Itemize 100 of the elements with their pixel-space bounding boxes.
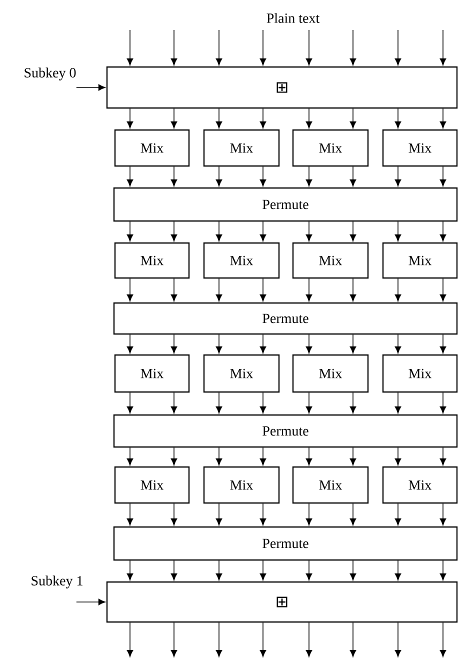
arrow — [306, 30, 312, 66]
arrow — [216, 278, 222, 302]
arrow — [394, 334, 402, 354]
arrow — [216, 447, 222, 466]
arrow — [260, 392, 266, 414]
arrow — [394, 560, 402, 580]
arrow — [170, 447, 178, 466]
arrow — [126, 622, 134, 657]
arrow — [126, 334, 134, 354]
arrow — [394, 392, 402, 414]
arrow — [306, 560, 312, 580]
arrow — [394, 278, 402, 302]
mix-box: Mix — [292, 354, 369, 393]
arrow — [170, 560, 178, 580]
arrow — [216, 392, 222, 414]
permute-box: Permute — [113, 302, 458, 335]
arrow — [260, 166, 266, 186]
arrow — [98, 84, 106, 91]
mix-box: Mix — [382, 354, 458, 393]
arrow — [126, 221, 134, 242]
arrow — [126, 392, 134, 414]
arrow — [216, 560, 222, 580]
arrow — [260, 221, 266, 242]
adder-box: ⊞ — [106, 66, 458, 109]
arrow — [126, 30, 134, 66]
mix-box: Mix — [114, 466, 190, 504]
arrow — [350, 278, 356, 302]
arrow — [170, 166, 178, 186]
arrow — [260, 334, 266, 354]
arrow — [126, 278, 134, 302]
arrow — [394, 221, 402, 242]
title: Plain text — [266, 13, 320, 23]
arrow — [440, 30, 446, 66]
arrow — [306, 166, 312, 186]
mix-box: Mix — [114, 354, 190, 393]
mix-box: Mix — [203, 354, 280, 393]
arrow — [260, 447, 266, 466]
arrow — [170, 622, 178, 657]
arrow — [170, 503, 178, 526]
arrow — [440, 221, 446, 242]
arrow — [306, 221, 312, 242]
arrow — [216, 334, 222, 354]
arrow — [440, 392, 446, 414]
arrow — [394, 447, 402, 466]
arrow — [126, 166, 134, 186]
arrow — [350, 334, 356, 354]
arrow — [350, 108, 356, 128]
arrow — [306, 278, 312, 302]
arrow — [440, 278, 446, 302]
arrow — [394, 30, 402, 66]
arrow — [216, 108, 222, 128]
arrow — [98, 598, 106, 606]
permute-box: Permute — [113, 187, 458, 222]
arrow — [394, 622, 402, 657]
arrow — [350, 166, 356, 186]
mix-box: Mix — [114, 242, 190, 279]
arrow — [350, 622, 356, 657]
arrow — [170, 108, 178, 128]
arrow — [170, 392, 178, 414]
mix-box: Mix — [292, 129, 369, 167]
arrow — [126, 108, 134, 128]
arrow — [440, 447, 446, 466]
permute-box: Permute — [113, 526, 458, 561]
arrow — [350, 447, 356, 466]
arrow — [260, 503, 266, 526]
arrow — [216, 503, 222, 526]
mix-box: Mix — [382, 129, 458, 167]
arrow — [394, 108, 402, 128]
arrow — [260, 30, 266, 66]
arrow — [216, 166, 222, 186]
arrow — [350, 30, 356, 66]
arrow — [440, 622, 446, 657]
arrow — [350, 221, 356, 242]
mix-box: Mix — [114, 129, 190, 167]
arrow — [216, 30, 222, 66]
arrow — [350, 392, 356, 414]
arrow — [440, 108, 446, 128]
arrow — [440, 560, 446, 580]
arrow — [306, 392, 312, 414]
mix-box: Mix — [292, 466, 369, 504]
arrow — [306, 108, 312, 128]
arrow — [350, 503, 356, 526]
permute-box: Permute — [113, 414, 458, 448]
arrow — [306, 447, 312, 466]
arrow — [170, 278, 178, 302]
arrow — [440, 503, 446, 526]
mix-box: Mix — [203, 466, 280, 504]
mix-box: Mix — [382, 466, 458, 504]
arrow — [440, 166, 446, 186]
arrow — [126, 560, 134, 580]
mix-box: Mix — [382, 242, 458, 279]
arrow — [394, 166, 402, 186]
mix-box: Mix — [203, 129, 280, 167]
arrow — [306, 503, 312, 526]
arrow — [260, 622, 266, 657]
arrow — [260, 278, 266, 302]
arrow — [170, 334, 178, 354]
arrow — [170, 30, 178, 66]
arrow — [260, 560, 266, 580]
arrow — [216, 221, 222, 242]
